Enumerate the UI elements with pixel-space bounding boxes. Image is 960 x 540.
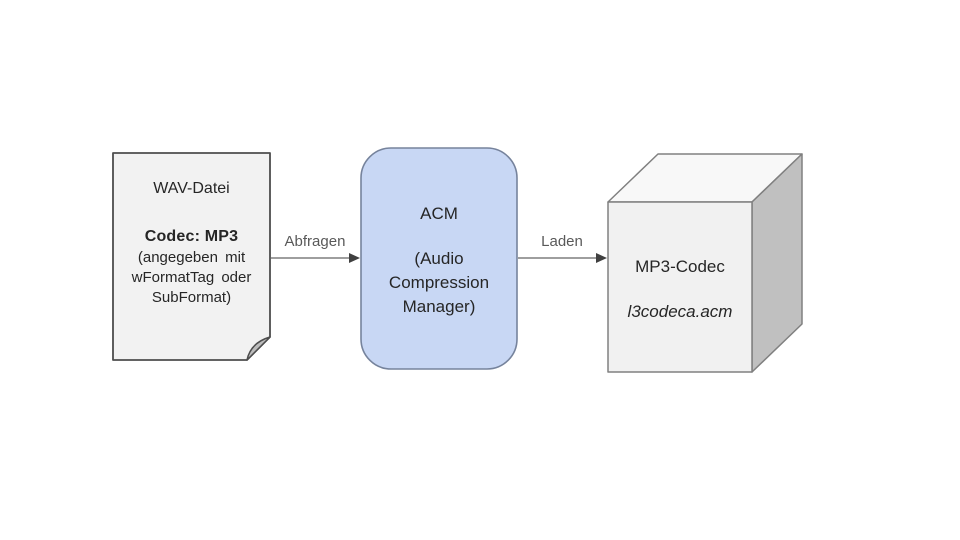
arrow-laden-head — [596, 253, 607, 263]
folded-corner — [246, 336, 271, 361]
wav-codec-label: Codec: MP3 — [144, 228, 239, 245]
arrow-abfragen-head — [349, 253, 360, 263]
wav-node-text: WAV-Datei Codec: MP3 (angegeben mit wFor… — [113, 153, 270, 308]
acm-subtitle-line3: Manager) — [402, 297, 476, 316]
acm-rounded-box — [360, 147, 518, 370]
wav-title: WAV-Datei — [153, 180, 230, 197]
wav-detail-line3: SubFormat) — [151, 289, 232, 306]
mp3-title: MP3-Codec — [635, 257, 725, 276]
mp3-node-text: MP3-Codec l3codeca.acm — [608, 202, 752, 323]
edge-label-abfragen: Abfragen — [284, 233, 346, 250]
acm-subtitle-line1: (Audio — [414, 249, 464, 268]
cube-front-face — [607, 201, 753, 373]
wav-detail-line1: (angegeben mit — [137, 249, 246, 266]
edge-label-laden: Laden — [541, 233, 583, 250]
acm-title: ACM — [420, 204, 458, 223]
mp3-filename: l3codeca.acm — [627, 302, 733, 321]
acm-subtitle-line2: Compression — [388, 273, 490, 292]
acm-node-text: ACM (Audio Compression Manager) — [361, 148, 517, 319]
wav-detail-line2: wFormatTag oder — [131, 269, 252, 286]
